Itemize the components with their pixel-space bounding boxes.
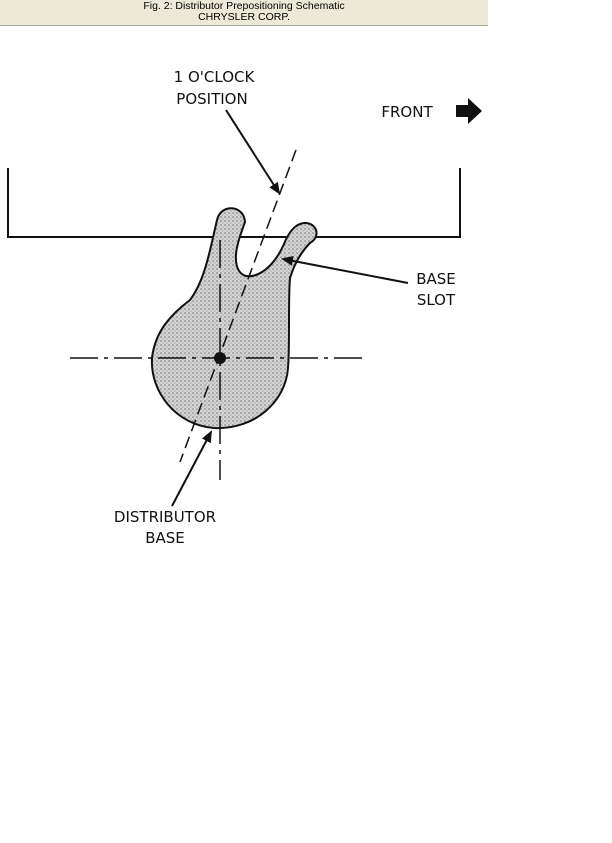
distributor-center-point (214, 352, 226, 364)
distributor-base-shape (150, 207, 318, 430)
label-distributor-line1: DISTRIBUTOR (114, 508, 216, 526)
distributor-base-leader-arrow (171, 430, 212, 507)
one-oclock-reference-line (179, 149, 297, 463)
label-front: FRONT (381, 103, 433, 121)
label-clock-line1: 1 O'CLOCK (174, 68, 256, 86)
label-distributor-line2: BASE (145, 529, 185, 547)
one-oclock-leader-arrow (225, 109, 281, 195)
label-clock-line2: POSITION (176, 90, 247, 108)
right-arrow-icon (456, 98, 482, 124)
base-slot-leader-arrow (281, 255, 409, 284)
label-base-slot-line1: BASE (416, 270, 456, 288)
figure-caption: Fig. 2: Distributor Prepositioning Schem… (0, 0, 488, 26)
label-base-slot-line2: SLOT (417, 291, 456, 309)
figure-title: Fig. 2: Distributor Prepositioning Schem… (143, 0, 345, 12)
figure-source: CHRYSLER CORP. (198, 11, 290, 23)
